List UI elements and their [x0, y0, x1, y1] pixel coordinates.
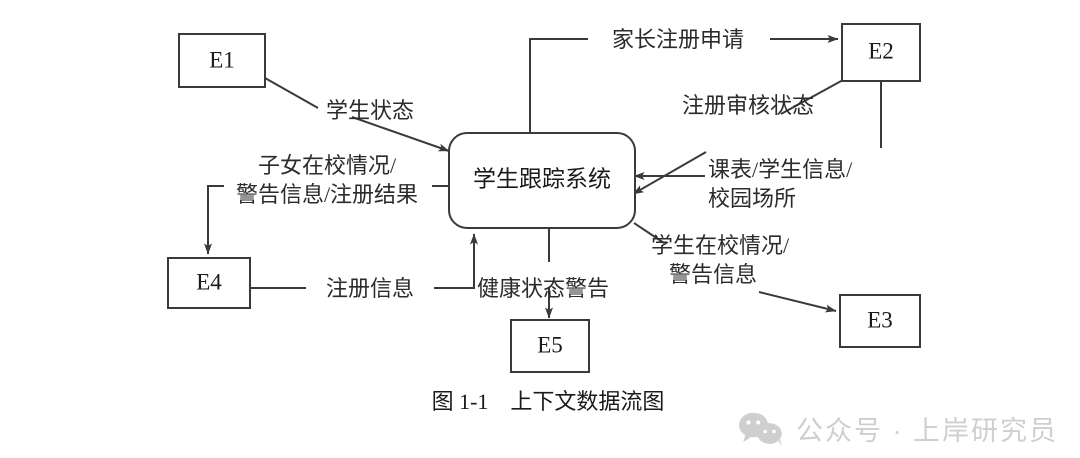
svg-text:警告信息/注册结果: 警告信息/注册结果: [236, 182, 418, 207]
flow-line-parent-registration-request: [529, 35, 839, 133]
process-label: 学生跟踪系统: [473, 166, 611, 191]
process-student-tracking-system[interactable]: 学生跟踪系统: [448, 132, 636, 229]
entity-e4[interactable]: E4: [167, 257, 251, 309]
entity-e5[interactable]: E5: [510, 319, 590, 373]
svg-text:课表/学生信息/: 课表/学生信息/: [708, 157, 853, 182]
flow-label-student-status: 学生状态: [326, 98, 414, 123]
svg-text:子女在校情况/: 子女在校情况/: [258, 153, 397, 178]
flow-label-registration-review-status: 注册审核状态: [682, 93, 814, 118]
entity-e2[interactable]: E2: [841, 23, 921, 82]
flow-label-health-status-warning: 健康状态警告: [477, 276, 609, 301]
flow-label-parent-registration-request: 家长注册申请: [612, 27, 744, 52]
flow-label-schedule-student-info-campus: 课表/学生信息/ 校园场所: [708, 157, 853, 211]
flow-line-student-status: [264, 77, 450, 152]
flow-label-registration-info: 注册信息: [326, 276, 414, 301]
entity-e3[interactable]: E3: [839, 294, 921, 348]
flow-line-schedule-student-info-campus: [633, 81, 882, 180]
figure-caption: 图 1-1 上下文数据流图: [432, 389, 665, 414]
flow-label-student-status-warning-to-e3: 学生在校情况/ 警告信息: [651, 233, 790, 287]
entity-e3-label: E3: [867, 307, 893, 332]
svg-text:警告信息: 警告信息: [669, 262, 757, 287]
flow-line-registration-review-status: [632, 79, 844, 195]
flow-line-student-status-warning-to-e3: [633, 222, 837, 313]
flow-line-child-status-warning-result: [204, 185, 449, 255]
entity-e2-label: E2: [868, 38, 894, 63]
flow-label-child-status-warning-result: 子女在校情况/ 警告信息/注册结果: [236, 153, 418, 207]
entity-e1[interactable]: E1: [178, 33, 266, 88]
svg-text:学生在校情况/: 学生在校情况/: [651, 233, 790, 258]
svg-text:校园场所: 校园场所: [708, 186, 796, 211]
entity-e1-label: E1: [209, 47, 235, 72]
flow-line-registration-info: [250, 233, 478, 289]
entity-e4-label: E4: [196, 269, 222, 294]
entity-e5-label: E5: [537, 332, 563, 357]
